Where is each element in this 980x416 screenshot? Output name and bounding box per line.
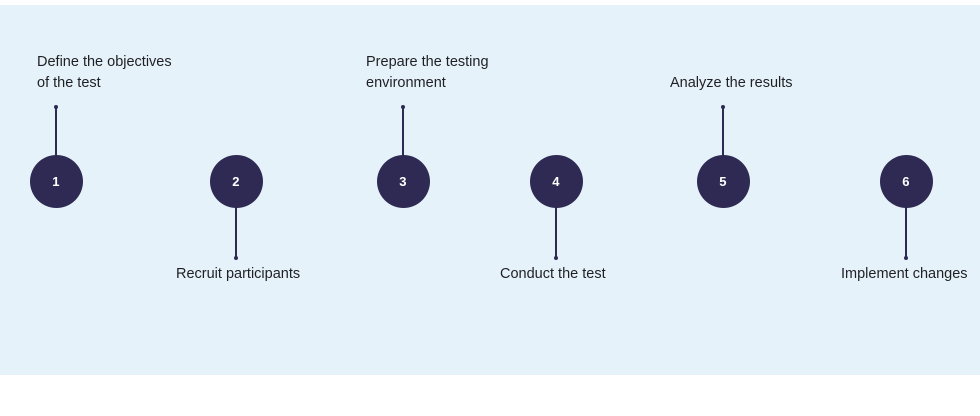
step-marker-circle[interactable]: 4 [529, 155, 583, 208]
step-label: Recruit participants [176, 266, 301, 282]
connector-end-dot-icon [234, 256, 238, 260]
step-marker-circle[interactable]: 3 [376, 155, 430, 208]
connector-line [722, 107, 724, 162]
diagram-panel-background [0, 5, 980, 375]
connector-end-dot-icon [54, 105, 58, 109]
connector-end-dot-icon [401, 105, 405, 109]
step-number: 1 [52, 174, 60, 189]
step-number: 6 [902, 174, 910, 189]
connector-end-dot-icon [904, 256, 908, 260]
connector-end-dot-icon [721, 105, 725, 109]
step-label: Implement changes [841, 266, 968, 282]
step-marker-circle[interactable]: 5 [696, 155, 750, 208]
step-number: 3 [399, 174, 407, 189]
step-number: 5 [719, 174, 727, 189]
step-label: Define the objectives of the test [37, 53, 172, 91]
step-marker-circle[interactable]: 2 [209, 155, 263, 208]
connector-line [402, 107, 404, 162]
step-label: Prepare the testing environment [366, 53, 489, 91]
connector-line [55, 107, 57, 162]
step-label: Conduct the test [500, 266, 606, 282]
connector-line [235, 200, 237, 258]
connector-line [555, 200, 557, 258]
step-marker-circle[interactable]: 1 [29, 155, 83, 208]
step-number: 2 [232, 174, 240, 189]
step-marker-circle[interactable]: 6 [879, 155, 933, 208]
step-number: 4 [552, 174, 560, 189]
connector-end-dot-icon [554, 256, 558, 260]
connector-line [905, 200, 907, 258]
step-label: Analyze the results [670, 74, 793, 91]
